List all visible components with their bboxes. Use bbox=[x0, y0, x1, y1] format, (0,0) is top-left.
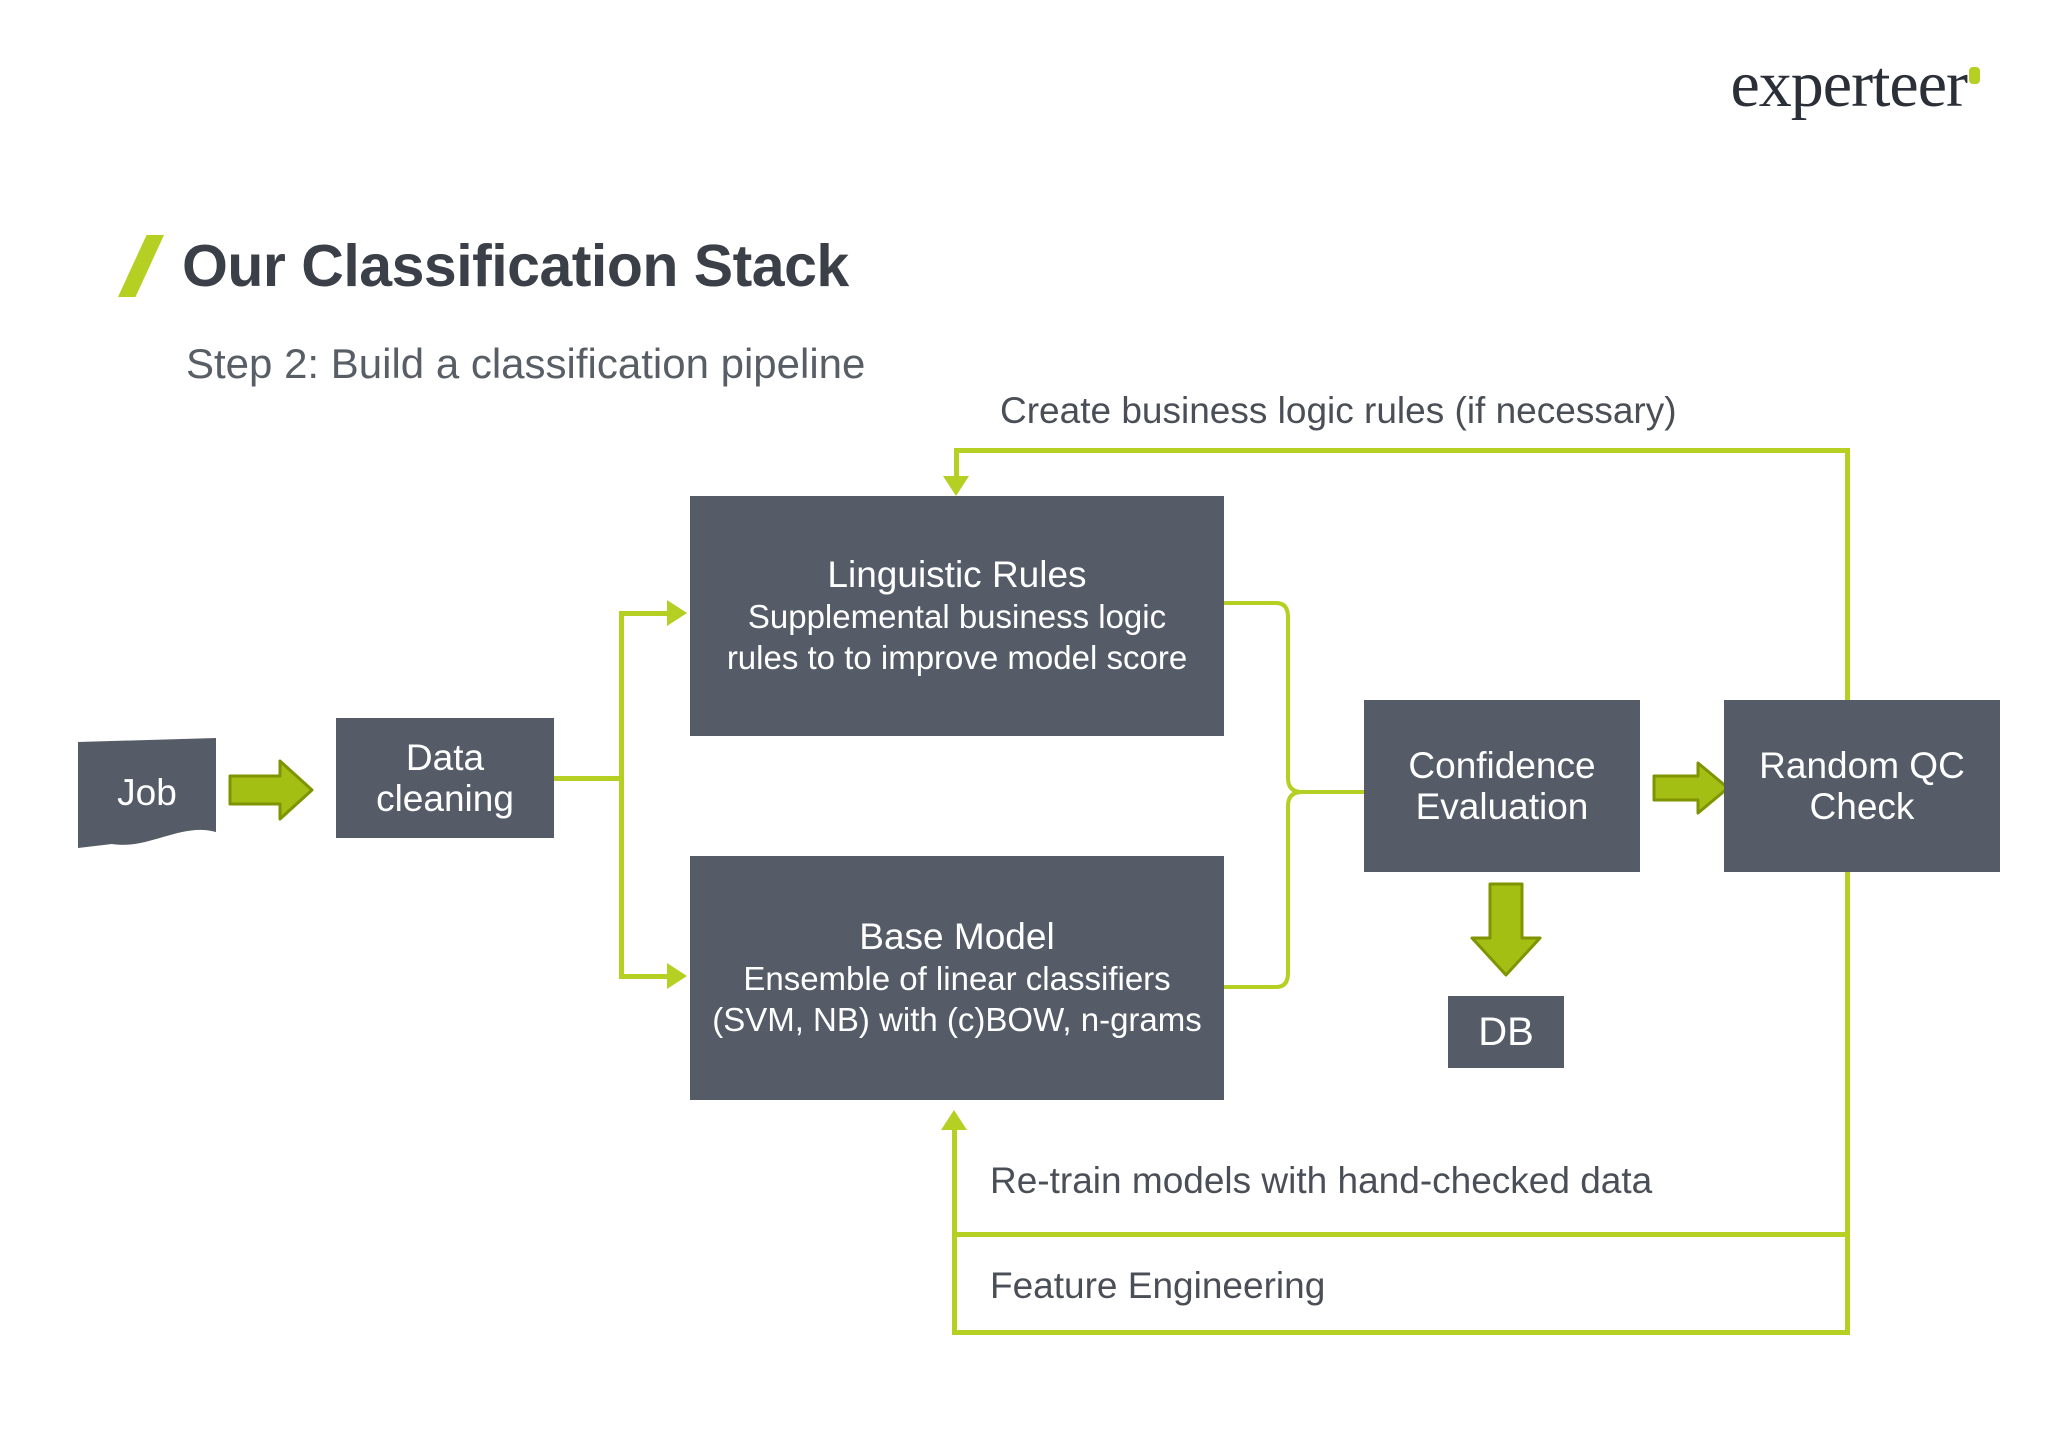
page-subtitle: Step 2: Build a classification pipeline bbox=[186, 340, 866, 387]
block-arrow-confidence-to-qc bbox=[1652, 760, 1730, 816]
feedback-create-rules-right-riser bbox=[1845, 448, 1850, 700]
feedback-left-riser bbox=[952, 1130, 957, 1335]
split-connector-upper-run bbox=[619, 611, 669, 616]
node-job-label: Job bbox=[117, 772, 177, 814]
node-confidence-evaluation-line1: Confidence bbox=[1408, 744, 1596, 786]
feedback-retrain-run bbox=[952, 1232, 1848, 1237]
experteer-logo: experteer bbox=[1731, 52, 1980, 118]
node-data-cleaning: Data cleaning bbox=[336, 718, 554, 838]
feedback-create-rules-arrowhead bbox=[943, 476, 969, 496]
node-data-cleaning-line2: cleaning bbox=[376, 778, 514, 819]
slash-icon bbox=[118, 235, 164, 297]
feedback-base-model-arrowhead bbox=[941, 1110, 967, 1130]
node-confidence-evaluation-line2: Evaluation bbox=[1415, 786, 1589, 827]
logo-wordmark: experteer bbox=[1730, 48, 1968, 121]
node-base-model: Base Model Ensemble of linear classifier… bbox=[690, 856, 1224, 1100]
node-db-label: DB bbox=[1478, 1009, 1534, 1054]
node-base-model-sub-line1: Ensemble of linear classifiers bbox=[743, 959, 1171, 997]
block-arrow-confidence-to-db bbox=[1466, 882, 1546, 978]
document-shape-icon bbox=[78, 738, 216, 848]
feedback-create-rules-top-run bbox=[954, 448, 1848, 453]
node-random-qc-check-line2: Check bbox=[1809, 786, 1915, 827]
node-db: DB bbox=[1448, 996, 1564, 1068]
feedback-create-rules-down-stub bbox=[954, 448, 959, 478]
node-linguistic-rules-title: Linguistic Rules bbox=[827, 554, 1087, 596]
split-connector-lower-arrowhead bbox=[667, 963, 687, 989]
feedback-feature-engineering-run bbox=[952, 1330, 1848, 1335]
connector-label-create-rules: Create business logic rules (if necessar… bbox=[1000, 390, 1677, 431]
page-title: Our Classification Stack bbox=[182, 233, 849, 299]
node-random-qc-check-line1: Random QC bbox=[1759, 744, 1965, 786]
page-title-row: Our Classification Stack bbox=[118, 232, 849, 300]
node-data-cleaning-line1: Data bbox=[405, 736, 485, 778]
feedback-bottom-right-riser bbox=[1845, 872, 1850, 1335]
node-job: Job bbox=[78, 738, 216, 848]
logo-accent-dot bbox=[1969, 67, 1980, 84]
node-linguistic-rules-sub-line2: rules to to improve model score bbox=[726, 638, 1188, 676]
split-connector-riser bbox=[619, 611, 624, 979]
split-connector-upper-arrowhead bbox=[667, 600, 687, 626]
node-linguistic-rules: Linguistic Rules Supplemental business l… bbox=[690, 496, 1224, 736]
connector-label-retrain: Re-train models with hand-checked data bbox=[990, 1160, 1653, 1201]
split-connector-stem bbox=[554, 776, 624, 781]
node-confidence-evaluation: Confidence Evaluation bbox=[1364, 700, 1640, 872]
node-random-qc-check: Random QC Check bbox=[1724, 700, 2000, 872]
node-linguistic-rules-sub-line1: Supplemental business logic bbox=[747, 597, 1167, 635]
merge-brace-connector bbox=[1224, 600, 1384, 990]
split-connector-lower-run bbox=[619, 974, 669, 979]
node-base-model-sub-line2: (SVM, NB) with (c)BOW, n-grams bbox=[712, 1000, 1202, 1038]
connector-label-feature-engineering: Feature Engineering bbox=[990, 1265, 1326, 1306]
block-arrow-job-to-cleaning bbox=[228, 758, 314, 822]
node-base-model-title: Base Model bbox=[859, 916, 1055, 958]
